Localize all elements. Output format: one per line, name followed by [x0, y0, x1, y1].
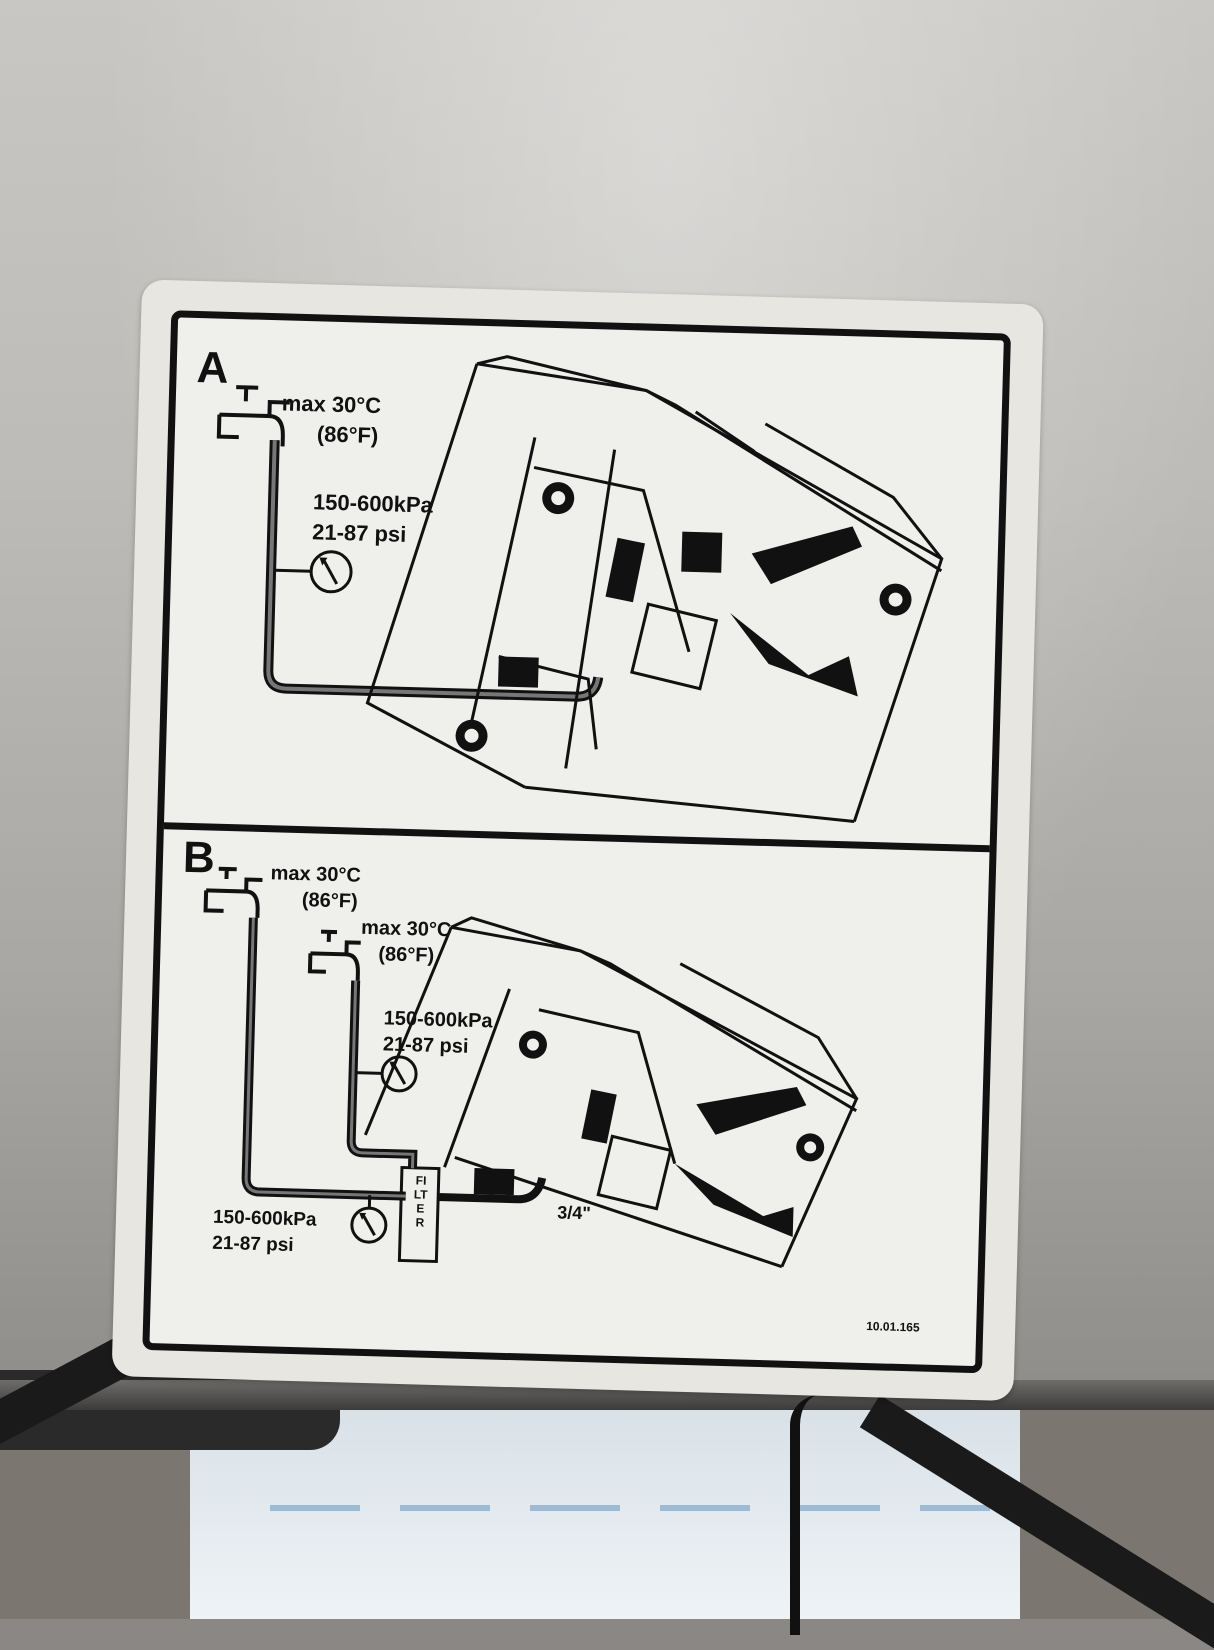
section-b: B max 30°C (86°F) max 30°C (86°F) 150-60… — [149, 829, 989, 1366]
section-a: A max 30°C (86°F) 150-600kPa 21-87 psi — [164, 317, 1004, 845]
dishwasher-unit-drawing — [365, 353, 947, 824]
section-b-drawing — [149, 829, 989, 1366]
label-frame: A max 30°C (86°F) 150-600kPa 21-87 psi — [142, 310, 1011, 1373]
part-code: 10.01.165 — [866, 1319, 920, 1334]
water-tap-icon — [310, 931, 361, 980]
pressure-gauge-icon — [351, 1208, 386, 1243]
power-cable — [790, 1395, 834, 1635]
water-connection-label: A max 30°C (86°F) 150-600kPa 21-87 psi — [112, 279, 1044, 1401]
machine-details — [455, 479, 914, 764]
section-a-drawing — [164, 317, 1004, 845]
floor-tape — [270, 1505, 990, 1511]
water-tap-icon — [219, 387, 291, 447]
water-tap-icon — [205, 868, 262, 918]
pressure-gauge-icon — [311, 551, 352, 592]
